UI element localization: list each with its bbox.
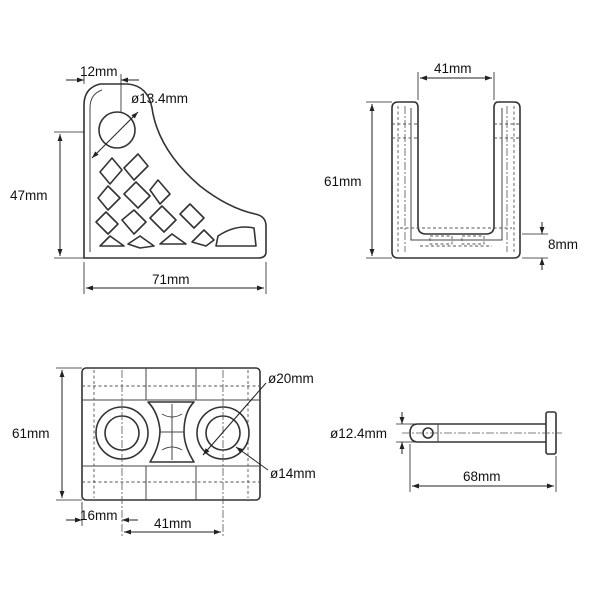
side-pin-hole — [98, 111, 136, 149]
front-inner-u — [410, 108, 503, 241]
side-hole-leader — [91, 111, 139, 159]
pin-dim-length-label: 68mm — [463, 469, 501, 484]
side-view: 12mm ø13.4mm 47mm 71mm — [10, 64, 267, 294]
top-14-leader — [235, 446, 269, 471]
front-dim-41-label: 41mm — [434, 61, 472, 76]
pin-view: ø12.4mm 68mm — [330, 411, 562, 492]
side-dim-12-label: 12mm — [80, 64, 118, 79]
top-dim-20-label: ø20mm — [268, 371, 314, 386]
side-dim-hole-label: ø13.4mm — [131, 91, 188, 106]
side-dim-71-label: 71mm — [152, 272, 190, 287]
front-dim-8-label: 8mm — [548, 237, 578, 252]
top-dim-16-label: 16mm — [80, 508, 118, 523]
top-dim-41-label: 41mm — [154, 516, 192, 531]
side-dim-47-label: 47mm — [10, 188, 48, 203]
top-20-leader — [202, 382, 267, 456]
side-lattice-cutouts — [95, 153, 257, 249]
top-dim-61-label: 61mm — [12, 426, 50, 441]
front-view: 41mm 61mm 8mm — [324, 61, 578, 270]
pin-dim-dia-label: ø12.4mm — [330, 426, 387, 441]
bracket-side-inner-edge — [89, 89, 103, 252]
top-view: ø20mm ø14mm 61mm 16mm 41mm — [12, 367, 316, 536]
top-dim-14-label: ø14mm — [270, 466, 316, 481]
front-dim-61-label: 61mm — [324, 174, 362, 189]
